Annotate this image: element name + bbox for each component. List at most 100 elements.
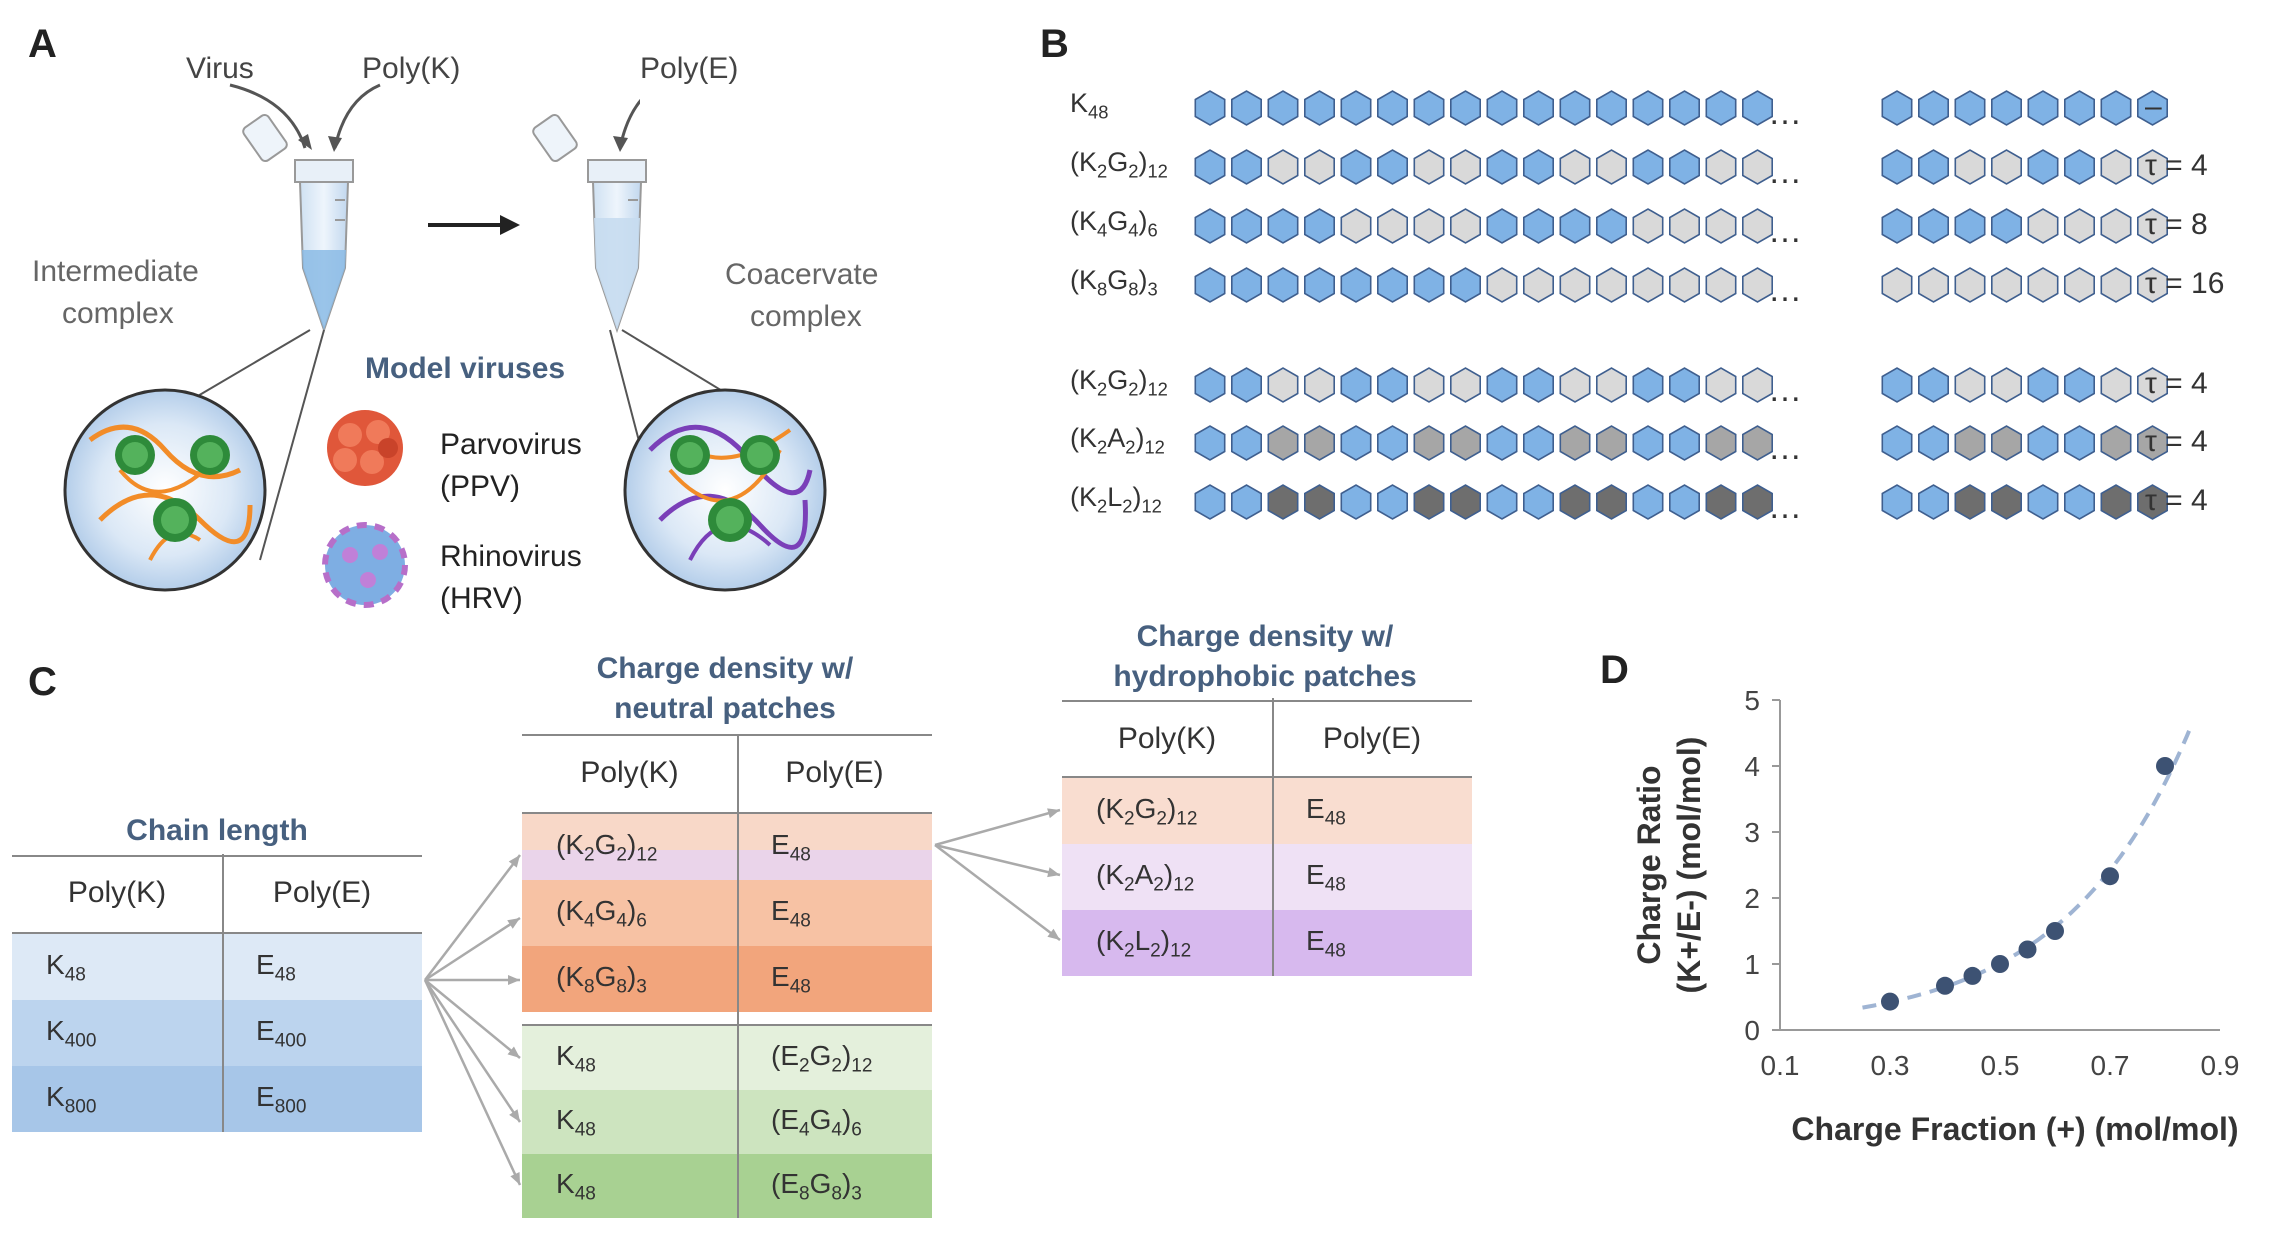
- residue-hexagon: [1559, 267, 1591, 303]
- residue-hexagon: [1267, 425, 1299, 461]
- residue-hexagon: [1522, 267, 1555, 303]
- neutral-col-polyk: Poly(K): [580, 756, 679, 789]
- connector-arrow: [934, 844, 1061, 941]
- label-ppv: (PPV): [440, 470, 521, 503]
- residue-hexagon: [1376, 484, 1409, 520]
- residue-hexagon: [1194, 267, 1226, 303]
- label-polyk: Poly(K): [362, 52, 461, 85]
- table-cell-polyk: K800: [46, 1081, 97, 1118]
- residue-hexagon: [2027, 367, 2059, 403]
- residue-hexagon: [2100, 208, 2132, 244]
- residue-hexagon: [1881, 425, 1913, 461]
- table-row: [522, 946, 932, 1012]
- x-tick-label: 0.5: [1981, 1050, 2020, 1081]
- residue-hexagon: [1632, 90, 1664, 126]
- ellipsis: …: [1768, 429, 1805, 467]
- residue-hexagon: [1522, 90, 1555, 126]
- residue-hexagon: [1668, 208, 1701, 244]
- divider: [1062, 700, 1472, 702]
- residue-hexagon: [2027, 208, 2059, 244]
- y-axis-label-1: Charge Ratio: [1631, 765, 1667, 964]
- divider: [12, 932, 422, 934]
- table-cell-polye: E48: [1306, 859, 1346, 896]
- residue-hexagon: [1705, 425, 1737, 461]
- connector-arrow: [424, 979, 521, 1059]
- data-point: [2156, 757, 2174, 775]
- tau-label: τ = 4: [2145, 484, 2208, 517]
- panel-label-a: A: [28, 22, 57, 66]
- residue-hexagon: [1413, 90, 1445, 126]
- residue-hexagon: [1595, 208, 1628, 244]
- residue-hexagon: [1632, 484, 1664, 520]
- residue-hexagon: [1449, 149, 1482, 185]
- residue-hexagon: [1267, 367, 1299, 403]
- residue-hexagon: [2137, 367, 2168, 403]
- rhinovirus-icon: [322, 522, 408, 608]
- x-tick-label: 0.7: [2091, 1050, 2130, 1081]
- residue-hexagon: [1705, 149, 1737, 185]
- residue-hexagon: [2137, 149, 2168, 185]
- residue-hexagon: [1954, 484, 1986, 520]
- residue-hexagon: [1559, 425, 1591, 461]
- panel-a-illustration: [63, 83, 640, 608]
- table-cell-polyk: (K2G2)12: [556, 829, 658, 866]
- divider: [1062, 776, 1472, 778]
- table-row: [12, 1066, 422, 1132]
- y-tick-label: 1: [1744, 949, 1760, 980]
- table-cell-polyk: (K2A2)12: [1096, 859, 1195, 896]
- ellipsis: …: [1768, 153, 1805, 191]
- residue-hexagon: [1917, 149, 1950, 185]
- residue-hexagon: [1522, 149, 1555, 185]
- chain-length-title: Chain length: [126, 814, 308, 847]
- arrow-head: [1047, 808, 1060, 819]
- table-cell-polye: E48: [1306, 793, 1346, 830]
- table-cell-polye: E48: [771, 961, 811, 998]
- residue-hexagon: [1954, 267, 1986, 303]
- residue-hexagon: [2100, 90, 2132, 126]
- ellipsis: …: [1768, 212, 1805, 250]
- arrow-head: [507, 1046, 520, 1058]
- column-divider: [737, 946, 739, 1218]
- parvovirus-icon: [327, 410, 403, 486]
- tau-label: τ = 4: [2145, 367, 2208, 400]
- residue-hexagon: [2027, 267, 2059, 303]
- residue-hexagon: [1917, 208, 1950, 244]
- sequence-label: K48: [1070, 88, 1109, 123]
- label-intermediate-1: Intermediate: [32, 255, 199, 288]
- hydro-col-polye: Poly(E): [1322, 722, 1422, 755]
- arrow-head: [1047, 928, 1060, 940]
- residue-hexagon: [1413, 208, 1445, 244]
- y-tick-label: 0: [1744, 1015, 1760, 1046]
- table-cell-polye: (E4G4)6: [771, 1104, 862, 1141]
- panel-c-arrows: [423, 808, 1061, 1186]
- residue-hexagon: [1413, 267, 1445, 303]
- residue-hexagon: [2100, 149, 2132, 185]
- residue-hexagon: [1449, 90, 1482, 126]
- residue-hexagon: [1705, 367, 1737, 403]
- table-cell-polyk: (K2G2)12: [1096, 793, 1198, 830]
- residue-hexagon: [1954, 367, 1986, 403]
- table-cell-polyk: (K4G4)6: [556, 895, 647, 932]
- residue-hexagon: [1990, 367, 2023, 403]
- residue-hexagon: [1668, 367, 1701, 403]
- residue-hexagon: [1917, 425, 1950, 461]
- residue-hexagon: [1231, 208, 1262, 244]
- label-coacervate-1: Coacervate: [725, 258, 879, 291]
- residue-hexagon: [1303, 149, 1336, 185]
- data-point: [2018, 940, 2037, 959]
- table-row: [522, 1090, 932, 1154]
- x-tick-label: 0.9: [2201, 1050, 2240, 1081]
- residue-hexagon: [2064, 484, 2095, 520]
- residue-hexagon: [1449, 484, 1482, 520]
- data-point: [1963, 966, 1982, 985]
- connector-arrow: [424, 854, 521, 981]
- residue-hexagon: [1194, 90, 1226, 126]
- table-cell-polye: E48: [256, 949, 296, 986]
- residue-hexagon: [1231, 149, 1262, 185]
- sequence-label: (K4G4)6: [1070, 206, 1158, 241]
- residue-hexagon: [1990, 90, 2023, 126]
- residue-hexagon: [1881, 367, 1913, 403]
- sequence-label: (K8G8)3: [1070, 265, 1158, 300]
- residue-hexagon: [1741, 367, 1774, 403]
- residue-hexagon: [1231, 484, 1262, 520]
